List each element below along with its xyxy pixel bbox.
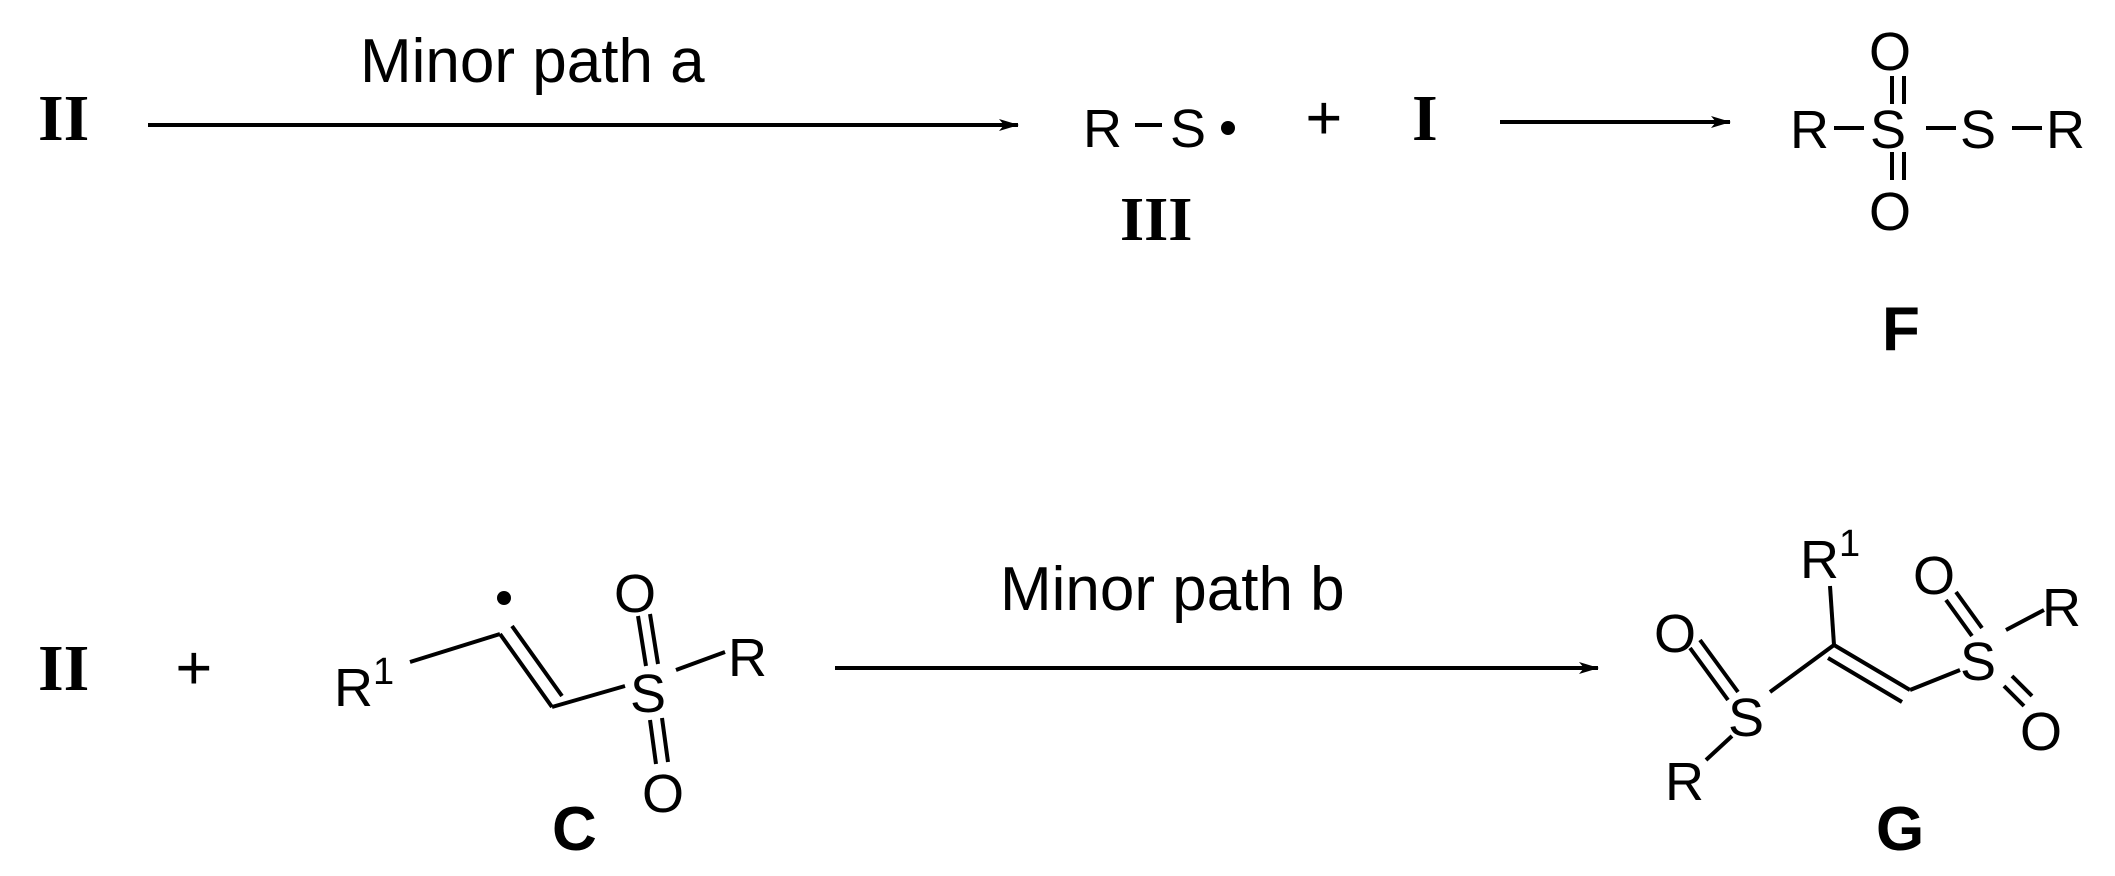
radical-dot — [497, 591, 511, 605]
bond-S-O-top-2 — [648, 613, 660, 665]
atom-O-top: O — [1913, 546, 1955, 606]
bond-C-C-double-a — [1832, 643, 1912, 692]
bond-S-O-bottom-1 — [648, 719, 658, 765]
atom-O-top: O — [614, 564, 656, 624]
thiyl-radical-structure: R S — [1083, 99, 1235, 159]
radical-C-label: C — [552, 795, 597, 864]
radical-III-label: III — [1120, 186, 1192, 254]
bond-S-O-top-1 — [1944, 598, 1974, 638]
atom-R-right: R — [2046, 100, 2085, 160]
atom-O-right: O — [2020, 702, 2062, 762]
bond-R1-C — [1828, 585, 1836, 646]
atom-R-left: R — [1790, 100, 1829, 160]
atom-S-right: S — [1960, 632, 1996, 692]
atom-S-center: S — [1870, 100, 1906, 160]
reactant-II-label-row2: II — [38, 632, 89, 705]
bond-C-C-double-b — [1826, 656, 1904, 704]
bond-S-O-top-2 — [1954, 590, 1984, 630]
atom-O-bottom: O — [1869, 182, 1911, 242]
bond-C-S — [551, 684, 626, 709]
bond-S-O-bottom-2 — [660, 717, 670, 763]
bond-S-R-left — [1704, 734, 1734, 762]
bond-S-O-left-2 — [1698, 638, 1740, 694]
atom-R-right: R — [2042, 578, 2081, 638]
bond-R1-C — [409, 632, 501, 664]
vinyl-radical-structure: R1 S O O R — [334, 564, 767, 824]
minor-path-b-label: Minor path b — [1000, 555, 1345, 624]
atom-O-top: O — [1869, 22, 1911, 82]
bond-C-S-right — [1909, 668, 1961, 692]
atom-S: S — [1170, 99, 1206, 159]
plus-sign: + — [1305, 82, 1343, 155]
atom-R1: R1 — [334, 651, 394, 718]
bond-C-C-double-b — [510, 624, 564, 698]
bond-C-C-double-a — [498, 632, 554, 709]
atom-O-bottom: O — [642, 764, 684, 824]
bond-S-R — [675, 650, 726, 672]
atom-R1: R1 — [1800, 523, 1860, 590]
atom-R-left: R — [1665, 752, 1704, 812]
radical-dot — [1221, 121, 1235, 135]
atom-S: S — [630, 664, 666, 724]
thiosulfonate-structure: R S O O S R — [1790, 22, 2085, 242]
product-F-label: F — [1882, 295, 1920, 364]
atom-S-left: S — [1728, 688, 1764, 748]
bond-C-S-left — [1768, 643, 1836, 694]
bond-S-O-left-1 — [1688, 646, 1730, 702]
coreactant-I-label: I — [1412, 82, 1438, 155]
atom-O-left: O — [1654, 604, 1696, 664]
bis-sulfonyl-alkene-structure: R1 S O R S O R O — [1654, 523, 2081, 812]
reactant-II-label: II — [38, 82, 89, 155]
bond-S-R-right — [2005, 608, 2045, 632]
atom-R: R — [728, 628, 767, 688]
bond-S-O-right-2 — [2010, 674, 2034, 698]
product-G-label: G — [1876, 795, 1924, 864]
atom-S-right: S — [1960, 100, 1996, 160]
bond-S-O-top-1 — [636, 615, 648, 667]
plus-sign-row2: + — [175, 632, 213, 705]
bond-S-O-right-1 — [2002, 684, 2026, 708]
minor-path-a-label: Minor path a — [360, 27, 705, 96]
atom-R: R — [1083, 99, 1122, 159]
